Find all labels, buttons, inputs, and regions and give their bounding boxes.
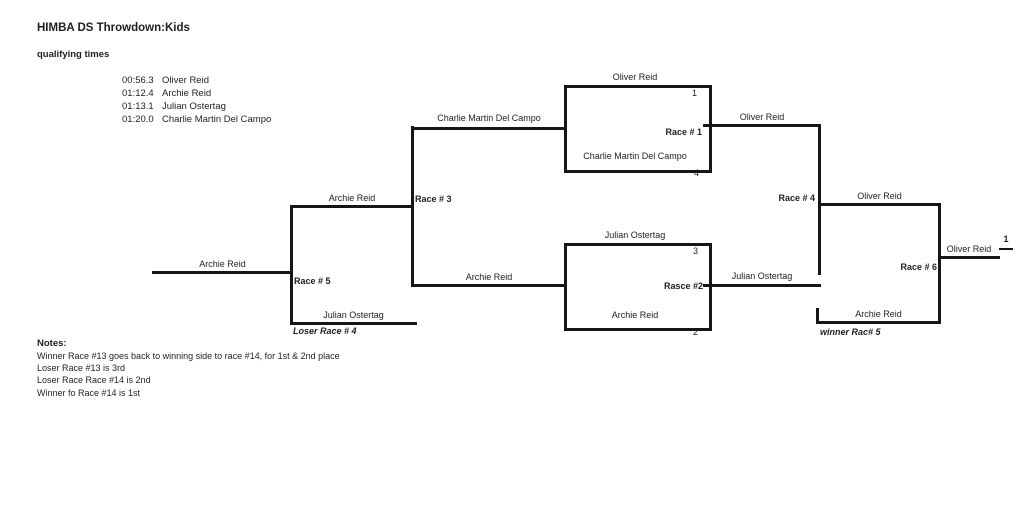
qualifying-time: 00:56.3 xyxy=(122,75,154,86)
qualifying-row: 01:12.4 Archie Reid xyxy=(122,88,271,101)
qualifying-times-list: 00:56.3 Oliver Reid 01:12.4 Archie Reid … xyxy=(122,75,271,127)
race2-bottom-seed: 2 xyxy=(692,327,698,337)
race1-top-seed: 1 xyxy=(691,88,697,98)
race6-bottom-feeder-note: winner Rac# 5 xyxy=(820,327,881,337)
race1-out-line xyxy=(703,124,821,127)
race2-label: Rasce #2 xyxy=(663,281,703,291)
race2-box xyxy=(564,243,712,331)
note-line: Loser Race #13 is 3rd xyxy=(37,363,126,374)
race2-top-seed: 3 xyxy=(692,246,698,256)
race5-out-name: Archie Reid xyxy=(328,193,376,203)
race6-label: Race # 6 xyxy=(900,262,937,272)
qualifying-name: Archie Reid xyxy=(162,88,212,99)
qualifying-time: 01:12.4 xyxy=(122,88,154,99)
note-line: Loser Race Race #14 is 2nd xyxy=(37,375,151,386)
race1-label: Race # 1 xyxy=(665,127,702,137)
race1-bottom-name: Charlie Martin Del Campo xyxy=(583,151,687,161)
race3-to-race1-line xyxy=(411,127,567,130)
race6-vertical-line xyxy=(938,203,941,324)
race5-label: Race # 5 xyxy=(294,276,331,286)
race2-top-name: Julian Ostertag xyxy=(604,230,666,240)
race3-to-race2-line xyxy=(411,284,567,287)
qualifying-name: Charlie Martin Del Campo xyxy=(162,114,272,125)
page-title: HIMBA DS Throwdown:Kids xyxy=(37,22,190,34)
race6-winner-name: Oliver Reid xyxy=(946,244,992,254)
race6-bottom-vertical-line xyxy=(816,308,819,324)
race4-label: Race # 4 xyxy=(778,193,815,203)
qualifying-heading: qualifying times xyxy=(37,49,110,60)
race5-bottom-feeder-note: Loser Race # 4 xyxy=(293,326,357,336)
race5-vertical-line xyxy=(290,205,293,325)
race6-bottom-feeder-name: Archie Reid xyxy=(855,309,902,319)
race4-vertical-line xyxy=(818,124,821,275)
race6-winner-line xyxy=(938,256,1000,259)
first-place-number: 1 xyxy=(1003,234,1009,244)
race5-bottom-feeder-name: Julian Ostertag xyxy=(323,310,384,320)
race5-left-feeder-name: Archie Reid xyxy=(199,259,246,269)
race2-bottom-name: Archie Reid xyxy=(611,310,659,320)
race1-bottom-seed: 4 xyxy=(693,168,699,178)
race5-out-line xyxy=(290,205,414,208)
qualifying-time: 01:20.0 xyxy=(122,114,154,125)
race5-bottom-feeder-line xyxy=(290,322,417,325)
race3-label: Race # 3 xyxy=(415,194,452,204)
notes-list: Winner Race #13 goes back to winning sid… xyxy=(37,351,340,400)
race1-top-name: Oliver Reid xyxy=(612,72,658,82)
qualifying-row: 00:56.3 Oliver Reid xyxy=(122,75,271,88)
race3-out-bottom-name: Archie Reid xyxy=(465,272,513,282)
race2-out-name: Julian Ostertag xyxy=(731,271,793,281)
race5-left-feeder-line xyxy=(152,271,293,274)
qualifying-time: 01:13.1 xyxy=(122,101,154,112)
qualifying-name: Oliver Reid xyxy=(162,75,209,86)
note-line: Winner Race #13 goes back to winning sid… xyxy=(37,351,340,361)
race3-out-top-name: Charlie Martin Del Campo xyxy=(437,113,541,123)
note-line: Winner fo Race #14 is 1st xyxy=(37,387,141,398)
race6-bottom-feeder-line xyxy=(816,321,941,324)
race4-out-line xyxy=(818,203,941,206)
qualifying-row: 01:13.1 Julian Ostertag xyxy=(122,101,271,114)
qualifying-name: Julian Ostertag xyxy=(162,101,226,112)
race1-out-name: Oliver Reid xyxy=(739,112,785,122)
first-place-underline xyxy=(999,248,1013,250)
race2-out-line xyxy=(703,284,821,287)
race4-out-name: Oliver Reid xyxy=(857,191,902,201)
notes-heading: Notes: xyxy=(37,338,67,349)
qualifying-row: 01:20.0 Charlie Martin Del Campo xyxy=(122,114,271,127)
